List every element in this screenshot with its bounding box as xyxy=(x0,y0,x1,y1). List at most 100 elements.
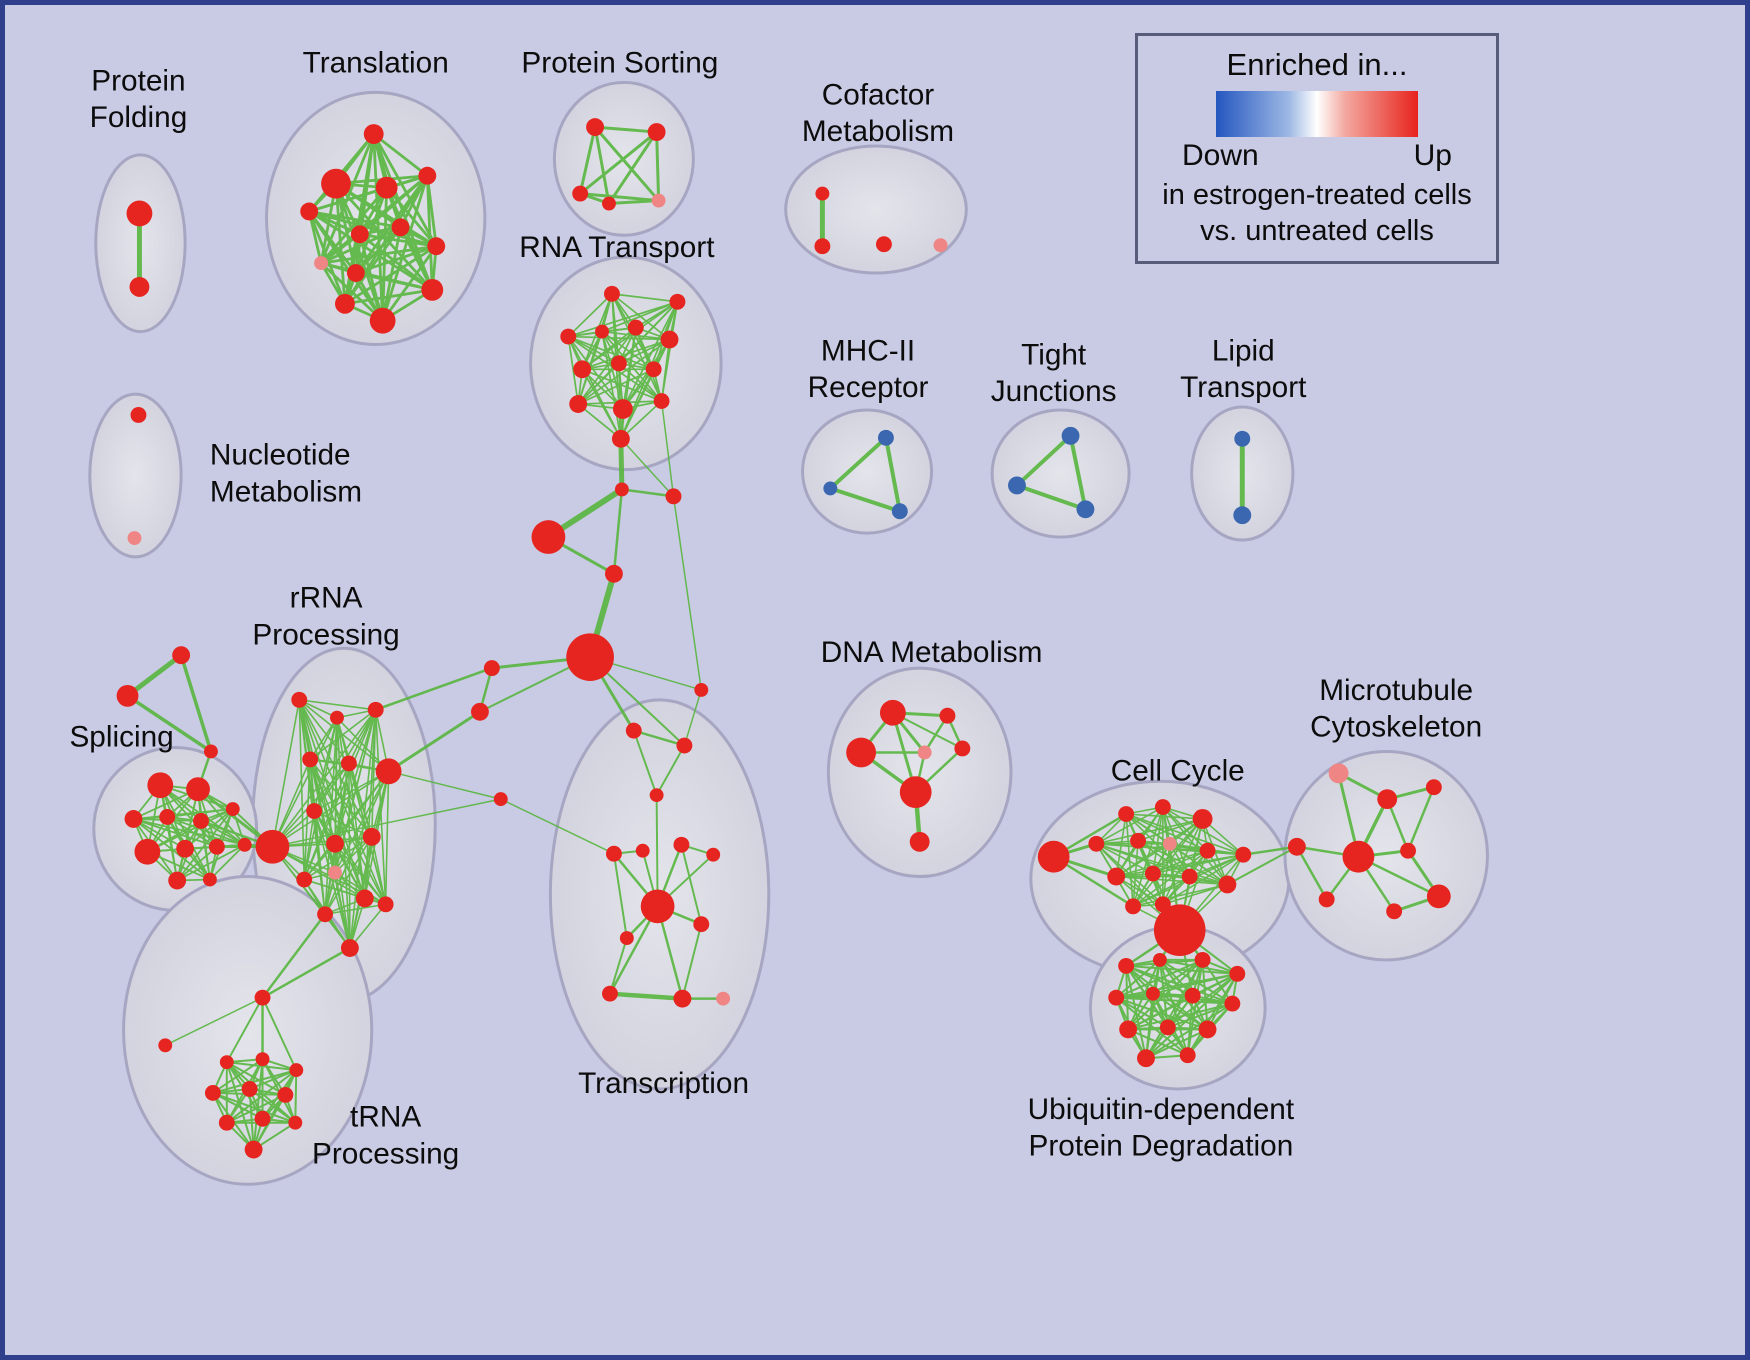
edge-c8-m4 xyxy=(1242,845,1299,856)
edge-tr7-tr11 xyxy=(248,1087,297,1124)
edge-h7-rr6 xyxy=(387,710,482,773)
edge-ps1-ps4 xyxy=(593,125,611,206)
edge-s4-s6 xyxy=(166,808,234,818)
edge-c7-c10 xyxy=(1152,849,1209,875)
node-tc9 xyxy=(619,931,634,946)
edge-rr10-rr12 xyxy=(303,836,373,881)
cluster-ellipse-microtubule-cytoskeleton xyxy=(1283,749,1489,962)
node-c3 xyxy=(1192,809,1213,829)
node-h9 xyxy=(493,792,508,807)
legend-caption-line2: vs. untreated cells xyxy=(1200,215,1434,247)
node-mh2 xyxy=(823,481,838,496)
edge-d1-d5 xyxy=(891,711,964,750)
node-tc1 xyxy=(625,722,642,739)
node-layer xyxy=(116,118,1451,1159)
edge-rr6-rr8 xyxy=(313,770,390,812)
edge-r4-r9 xyxy=(601,330,655,371)
edge-r7-r12 xyxy=(581,368,663,402)
edge-u4-u13 xyxy=(1186,972,1239,1057)
edge-rr2-rr12 xyxy=(303,716,338,881)
node-r4 xyxy=(595,324,609,339)
edge-u8-u12 xyxy=(1145,1002,1234,1060)
edge-r9-r10 xyxy=(577,368,655,405)
edge-c2-c4 xyxy=(1095,806,1164,845)
edge-u11-u12 xyxy=(1145,1028,1209,1060)
node-c12 xyxy=(1218,875,1237,894)
node-u9 xyxy=(1119,1020,1138,1039)
legend-title: Enriched in... xyxy=(1226,47,1408,82)
edge-c12-m4 xyxy=(1226,845,1298,886)
node-t7 xyxy=(350,225,369,244)
edge-r5-r7 xyxy=(581,326,637,371)
edge-s11-s12 xyxy=(209,843,246,881)
edge-h9-rr6 xyxy=(387,770,502,800)
edge-rr14-rr16 xyxy=(324,903,387,916)
edge-t1-t5 xyxy=(372,132,429,178)
node-r8 xyxy=(610,355,627,372)
node-u8 xyxy=(1224,995,1241,1012)
node-lt2 xyxy=(1233,506,1252,525)
node-m8 xyxy=(1386,903,1403,920)
node-r1 xyxy=(604,285,620,302)
edge-ps2-ps3 xyxy=(578,130,659,196)
edge-tr2-tr1 xyxy=(164,996,264,1047)
legend-caption: in estrogen-treated cells vs. untreated … xyxy=(1138,177,1496,249)
edge-u7-u13 xyxy=(1186,994,1194,1057)
edge-u3-u8 xyxy=(1201,958,1234,1005)
node-s2 xyxy=(186,777,210,802)
edge-x1-x2 xyxy=(125,652,184,699)
node-tj3 xyxy=(1076,500,1095,519)
node-tc11 xyxy=(602,985,618,1002)
node-tc10 xyxy=(693,916,710,933)
node-t4 xyxy=(375,176,398,199)
node-ps2 xyxy=(647,123,666,141)
edge-rr9-rr15 xyxy=(334,842,351,949)
node-s6 xyxy=(225,802,240,816)
edge-r10-r13 xyxy=(577,403,622,440)
legend-down-label: Down xyxy=(1182,139,1259,172)
legend-caption-line1: in estrogen-treated cells xyxy=(1162,179,1472,211)
cluster-label-transcription: Transcription xyxy=(578,1067,749,1100)
edge-tr5-tr11 xyxy=(294,1069,298,1124)
node-tr7 xyxy=(241,1081,258,1097)
node-mh3 xyxy=(891,503,908,520)
legend: Enriched in... Down Up in estrogen-treat… xyxy=(1135,33,1499,264)
edge-c3-c5 xyxy=(1137,818,1204,842)
edge-tj1-tj2 xyxy=(1014,433,1073,488)
edge-s6-s8 xyxy=(184,808,234,850)
edge-rr10-rr13 xyxy=(363,836,373,900)
edge-ps2-ps5 xyxy=(655,130,661,203)
node-tr5 xyxy=(289,1063,304,1078)
node-d1 xyxy=(879,699,906,726)
node-nm1 xyxy=(130,407,147,423)
node-rr14 xyxy=(317,906,334,923)
edge-rr11-rr16 xyxy=(334,871,387,906)
edge-s4-s9 xyxy=(166,816,218,848)
node-s8 xyxy=(176,839,195,858)
edge-tc11-tc12 xyxy=(607,991,685,1001)
edge-r2-r11 xyxy=(622,300,679,410)
node-rr4 xyxy=(302,751,319,768)
edge-u8-u9 xyxy=(1127,1002,1234,1031)
node-t3 xyxy=(300,202,319,221)
node-r6 xyxy=(660,330,679,349)
node-u7 xyxy=(1184,987,1201,1004)
node-mh1 xyxy=(877,429,894,446)
cluster-ellipse-tight-junctions xyxy=(990,408,1131,539)
edge-r1-r2 xyxy=(611,293,679,303)
edge-s10-s12 xyxy=(176,843,246,882)
edge-h8-tc2 xyxy=(683,689,703,747)
node-ps5 xyxy=(651,193,666,208)
node-d7 xyxy=(909,831,930,852)
node-x3 xyxy=(203,744,218,759)
edge-tr3-tr8 xyxy=(225,1061,287,1096)
node-tr8 xyxy=(277,1086,294,1103)
edge-rr2-rr4 xyxy=(309,716,338,761)
edge-tr1-tr5 xyxy=(261,996,298,1072)
edge-rr1-rr7 xyxy=(271,699,301,848)
node-m5 xyxy=(1342,840,1375,873)
